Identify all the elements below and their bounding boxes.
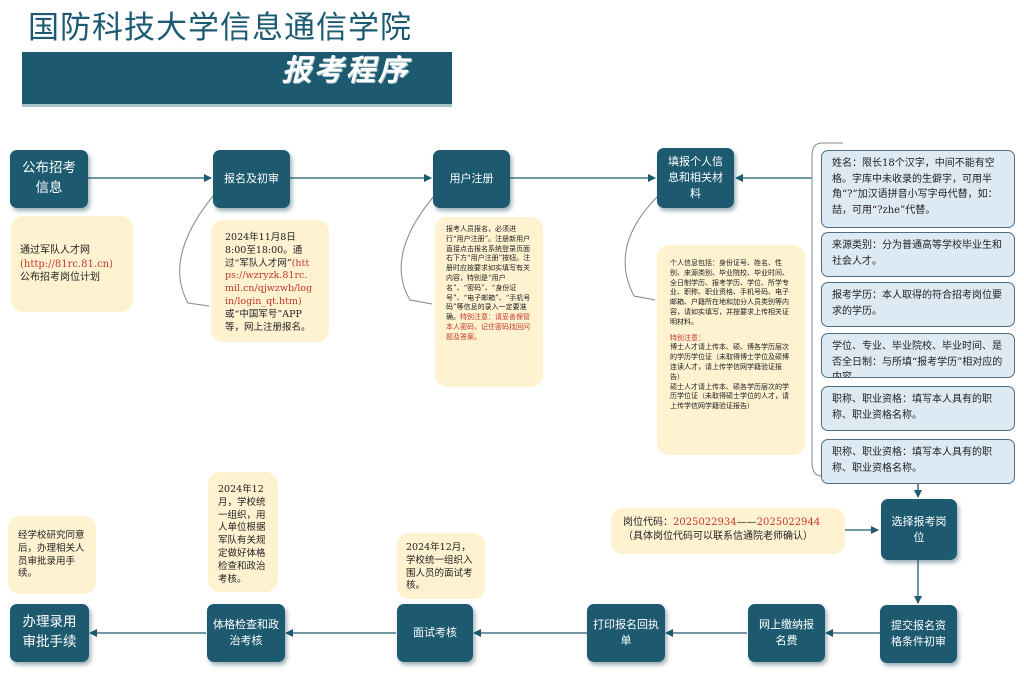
note-interview: 2024年12月，学校统一组织入围人员的面试考核。 (397, 533, 485, 599)
header-banner (22, 52, 452, 104)
note-register-url: (https://wzryzk.81rc.mil.cn/qjwzwb/login… (225, 257, 313, 308)
note-register: 2024年11月8日8:00至18:00。通过“军队人才网”(https://w… (211, 220, 329, 342)
note-personal-info-body: 个人信息包括：身份证号、姓名、性别、来源类别、毕业院校、毕业时间、全日制学历、报… (670, 259, 789, 326)
field-title-qualification: 职称、职业资格：填写本人具有的职称、职业资格名称。 (821, 386, 1015, 431)
field-education: 报考学历：本人取得的符合招考岗位要求的学历。 (821, 282, 1015, 327)
note-approval: 经学校研究同意后，办理相关人员审批录用手续。 (8, 516, 96, 594)
note-user-register-warning: 特别注意：请妥善保管本人密码，记住密码找回问题及答案。 (446, 313, 530, 341)
field-title-qualification-2: 职称、职业资格：填写本人具有的职称、职业资格名称。 (821, 439, 1015, 484)
leader-info-note (624, 195, 659, 301)
note-register-line-2: 或“中国军号”APP等，网上注册报名。 (225, 308, 311, 333)
position-code-dash: —— (736, 517, 757, 528)
step-fill-info: 填报个人信息和相关材料 (657, 148, 734, 208)
note-personal-info-warning-1: 博士人才请上传本、硕、博各学历层次的学历学位证（未取得博士学位及硕博连读人才，请… (670, 343, 789, 381)
note-publish-line-2: 公布招考岗位计划 (20, 272, 100, 283)
position-code-label: 岗位代码： (623, 517, 673, 528)
position-code-2: 2025022944 (756, 517, 821, 528)
step-user-register: 用户注册 (433, 150, 510, 208)
note-publish: 通过军队人才网 (http://81rc.81.cn) 公布招考岗位计划 (11, 216, 133, 312)
note-physical-body: 2024年12月，学校统一组织，用人单位根据军队有关规定做好体格检查和政治考核。 (218, 484, 266, 585)
step-pay-fee: 网上缴纳报名费 (748, 604, 825, 662)
step-choose-position-label: 选择报考岗位 (891, 514, 947, 544)
note-physical: 2024年12月，学校统一组织，用人单位根据军队有关规定做好体格检查和政治考核。 (208, 472, 278, 592)
page-title: 国防科技大学信息通信学院 (28, 10, 412, 46)
step-interview: 面试考核 (397, 604, 473, 662)
step-print-receipt-label: 打印报名回执单 (593, 618, 659, 647)
note-register-line-1: 2024年11月8日8:00至18:00。通过“军队人才网” (225, 232, 303, 269)
step-physical-political: 体格检查和政治考核 (207, 604, 285, 662)
field-source-type: 来源类别：分为普通高等学校毕业生和社会人才。 (821, 232, 1015, 277)
leader-user-note (400, 195, 435, 305)
position-code-tail: （具体岗位代码可以联系信通院老师确认） (623, 530, 813, 542)
step-pay-fee-label: 网上缴纳报名费 (759, 618, 814, 647)
page-subtitle: 报考程序 (282, 53, 411, 87)
note-interview-body: 2024年12月，学校统一组织入围人员的面试考核。 (406, 542, 473, 592)
step-user-register-label: 用户注册 (449, 172, 494, 186)
step-physical-political-label: 体格检查和政治考核 (213, 618, 279, 647)
note-publish-url: (http://81rc.81.cn) (20, 258, 114, 270)
position-code-1: 2025022934 (673, 517, 737, 528)
field-name: 姓名：限长18个汉字，中间不能有空格。字库中未收录的生僻字，可用半角“?”加汉语… (821, 150, 1015, 228)
note-approval-body: 经学校研究同意后，办理相关人员审批录用手续。 (18, 530, 85, 580)
step-publish-label: 公布招考信息 (22, 160, 76, 196)
header-banner-underline (22, 104, 452, 107)
note-personal-info-warning-2: 硕士人才请上传本、硕各学历层次的学历学位证（未取得硕士学位的人才，请上传学信网学… (670, 382, 789, 411)
step-submit-review-label: 提交报名资格条件初审 (891, 619, 946, 648)
field-degree-major: 学位、专业、毕业院校、毕业时间、是否全日制：与所填“报考学历”相对应的内容。 (821, 333, 1015, 378)
step-register-review: 报名及初审 (213, 150, 290, 208)
step-publish: 公布招考信息 (10, 150, 88, 208)
step-fill-info-label: 填报个人信息和相关材料 (668, 155, 723, 200)
step-choose-position: 选择报考岗位 (881, 499, 957, 560)
step-register-review-label: 报名及初审 (224, 172, 279, 186)
note-personal-info-warning-title: 特别注意： (670, 333, 705, 342)
note-user-register: 报考人员报名，必须进行“用户注册”。注册新用户直接点击报名系统登录页面右下方“用… (435, 217, 543, 387)
step-submit-review: 提交报名资格条件初审 (880, 605, 957, 663)
note-position-code: 岗位代码：2025022934——2025022944 （具体岗位代码可以联系信通… (611, 508, 845, 554)
step-approval-label: 办理录用审批手续 (22, 614, 77, 650)
step-interview-label: 面试考核 (413, 626, 457, 640)
note-publish-line-1: 通过军队人才网 (20, 245, 90, 256)
leader-register-note (179, 195, 214, 307)
note-personal-info: 个人信息包括：身份证号、姓名、性别、来源类别、毕业院校、毕业时间、全日制学历、报… (657, 245, 805, 455)
fields-bracket (811, 142, 843, 477)
step-approval: 办理录用审批手续 (10, 604, 89, 662)
step-print-receipt: 打印报名回执单 (587, 604, 665, 662)
note-user-register-body: 报考人员报名，必须进行“用户注册”。注册新用户直接点击报名系统登录页面右下方“用… (446, 225, 531, 322)
